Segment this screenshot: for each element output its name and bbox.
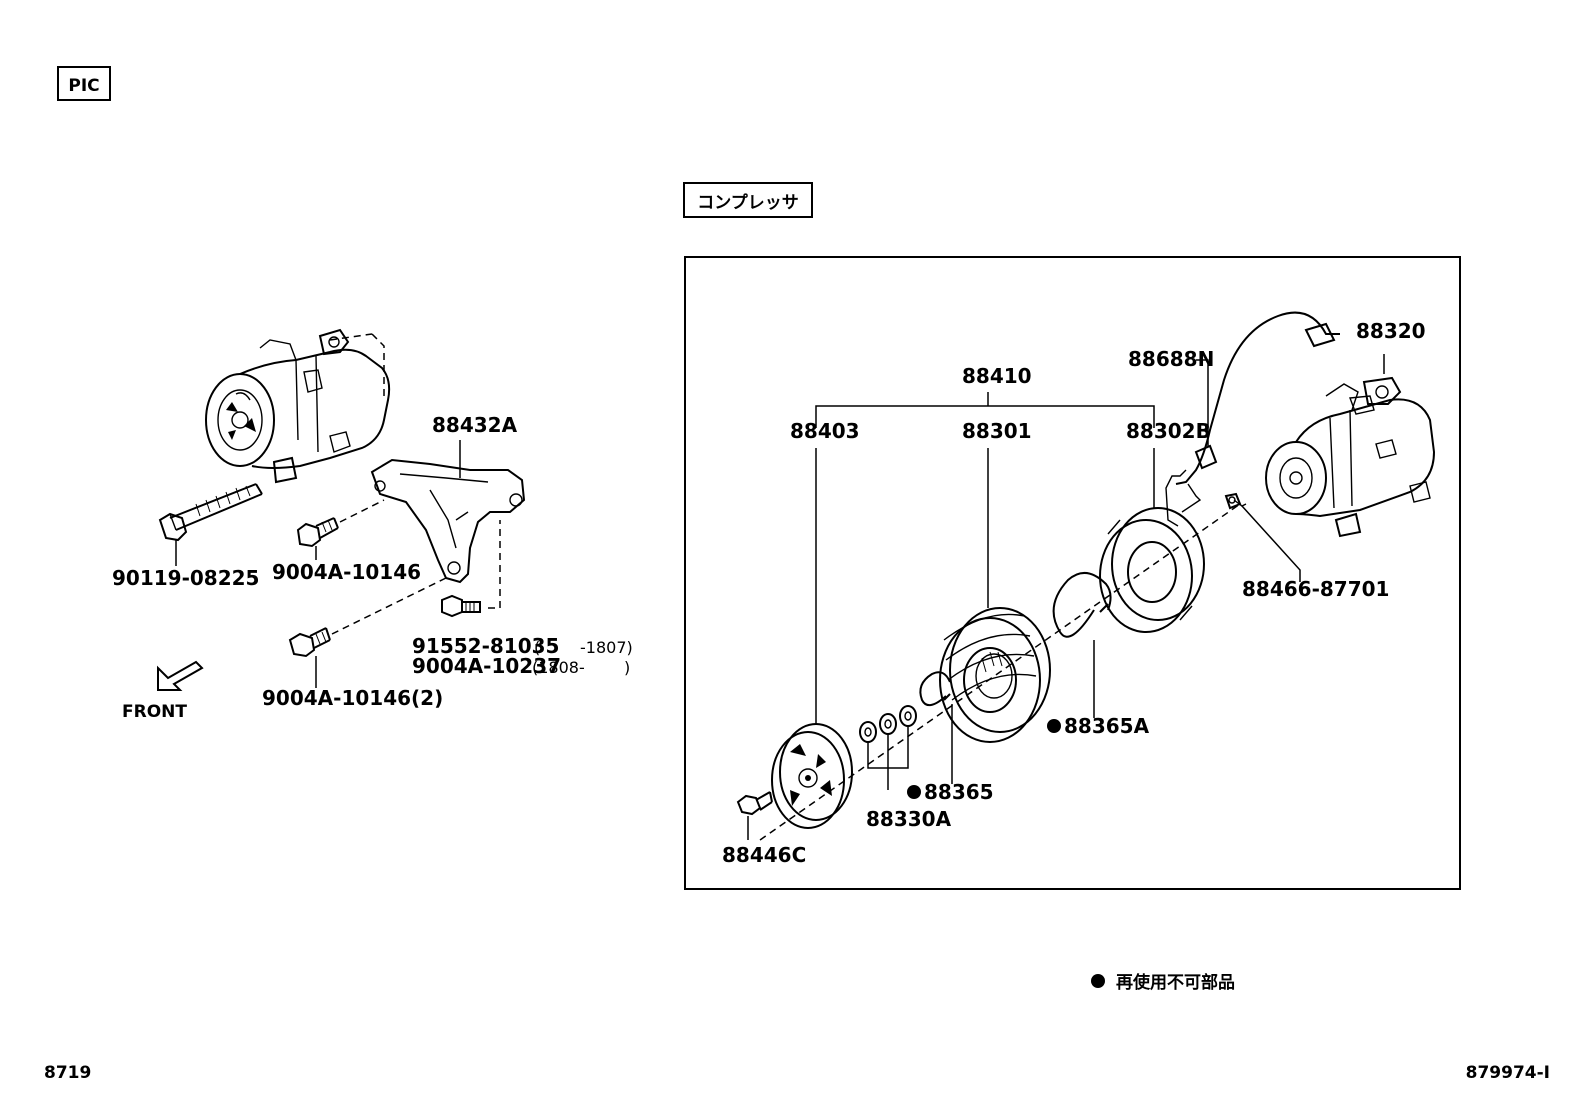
label-hub-bolt: 88446C [722,843,806,867]
pulley-drawing [939,607,1051,743]
non-reusable-mark-icon [907,785,921,799]
footer-right-code: 879974-I [1466,1063,1550,1083]
bolt-lower-drawing [288,577,447,658]
bracket-drawing [370,458,526,584]
bolt-upper-drawing [296,499,385,548]
label-bolt-lower: 9004A-10146(2) [262,686,443,710]
legend-mark-icon [1091,974,1105,988]
non-reusable-mark-icon [1047,719,1061,733]
footer-left-code: 8719 [44,1063,91,1083]
range-b-close: ) [624,658,630,677]
range-a-end: -1807) [580,638,633,657]
compressor-title-box: コンプレッサ [683,182,813,218]
label-hub: 88403 [790,419,860,443]
front-arrow-icon [157,660,204,691]
compressor-detail-frame [684,256,1461,890]
harness-drawing [1165,311,1340,527]
assembly-axis [759,503,1241,841]
stud-bolt-drawing [441,520,501,618]
label-snap-ring-large: 88365A [1064,714,1150,738]
label-stud-bolt-b: 9004A-10237 [412,654,561,678]
compressor-installed-drawing [205,328,391,484]
pic-tag-label: PIC [68,76,99,96]
label-harness: 88688N [1128,347,1214,371]
label-clutch-assy: 88410 [962,364,1032,388]
snap-ring-drawing [919,671,951,707]
stator-coil-drawing [1099,507,1205,633]
legend-text: 再使用不可部品 [1116,972,1235,993]
label-through-bolt: 90119-08225 [112,566,259,590]
label-stud-bolt-a: 91552-81035 [412,634,559,658]
label-compressor: 88320 [1356,319,1426,343]
hub-bolt-drawing [736,791,773,816]
hub-drawing [771,723,853,829]
pic-tag: PIC [57,66,111,101]
switch-screw-drawing [1224,492,1247,510]
through-bolt-drawing [158,483,263,542]
label-pulley: 88301 [962,419,1032,443]
label-snap-ring: 88365 [924,780,994,804]
label-stator: 88302B [1126,419,1211,443]
label-switch: 88466-87701 [1242,577,1389,601]
label-shims: 88330A [866,807,952,831]
label-bolt-upper: 9004A-10146 [272,560,421,584]
front-label: FRONT [122,702,187,722]
range-b-start: (1808- [532,658,585,677]
snap-ring-large-drawing [1052,572,1112,638]
compressor-title: コンプレッサ [697,192,799,213]
range-a-open: ( [534,638,540,657]
compressor-body-drawing [1265,376,1436,538]
label-bracket: 88432A [432,413,518,437]
